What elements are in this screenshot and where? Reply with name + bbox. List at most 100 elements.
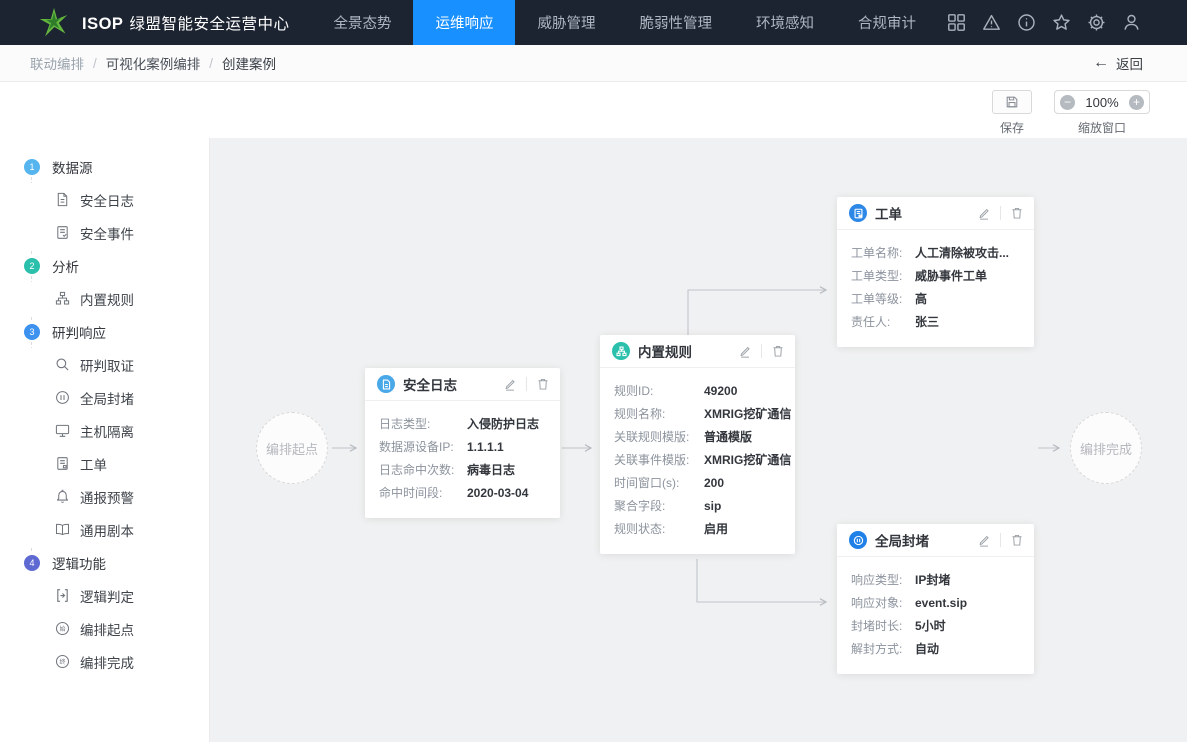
edit-icon[interactable] (503, 377, 517, 391)
navbar-spacer (938, 0, 947, 45)
node-global-block[interactable]: 全局封堵 响应类型:IP封堵 响应对象:event.sip 封堵时长:5小时 解… (837, 524, 1034, 674)
field-value: 张三 (915, 315, 940, 329)
field-label: 数据源设备IP: (379, 440, 454, 454)
star-icon[interactable] (1052, 13, 1071, 32)
field-value: 2020-03-04 (467, 486, 529, 500)
field-label: 聚合字段: (614, 499, 666, 513)
zoom-tool: − 100% + 缩放窗口 (1054, 90, 1150, 136)
sidebar-item-flow-end[interactable]: 终 编排完成 (0, 645, 148, 678)
zoom-out-button[interactable]: − (1060, 94, 1075, 110)
delete-icon[interactable] (1010, 533, 1024, 547)
breadcrumb-item-orchestration[interactable]: 联动编排 (30, 57, 84, 72)
flow-end-node[interactable]: 编排完成 (1070, 412, 1142, 484)
sidebar-section-logic[interactable]: 4 逻辑功能 (0, 546, 209, 579)
field-value: 启用 (704, 522, 729, 536)
nav-tab-compliance-audit[interactable]: 合规审计 (857, 16, 916, 32)
sidebar-item-general-playbook[interactable]: 通用剧本 (0, 513, 148, 546)
org-chart-icon (55, 291, 70, 306)
sidebar-item-label: 主机隔离 (80, 424, 134, 440)
breadcrumb-item-visual-case[interactable]: 可视化案例编排 (105, 57, 201, 72)
sidebar-item-label: 全局封堵 (80, 391, 134, 407)
nav-tab-vuln-mgmt[interactable]: 脆弱性管理 (639, 16, 712, 32)
field-value: XMRIG挖矿通信 (704, 407, 792, 421)
sidebar-item-host-isolation[interactable]: 主机隔离 (0, 414, 148, 447)
sidebar-item-label: 安全日志 (80, 193, 134, 209)
node-body: 规则ID:49200 规则名称:XMRIG挖矿通信 关联规则模版:普通模版 关联… (600, 368, 795, 554)
action-divider (526, 377, 527, 391)
zoom-control: − 100% + (1054, 90, 1150, 114)
sidebar-item-flow-start[interactable]: 始 编排起点 (0, 612, 148, 645)
breadcrumb-separator: / (93, 55, 97, 71)
node-header: 工单 (837, 197, 1034, 230)
sidebar-group-response: 3 研判响应 研判取证 全局封堵 (0, 315, 209, 551)
delete-icon[interactable] (1010, 206, 1024, 220)
field-label: 责任人: (851, 315, 891, 329)
sidebar-section-datasource[interactable]: 1 数据源 (0, 150, 209, 183)
nav-tab-ops-response[interactable]: 运维响应 (413, 0, 516, 45)
field-value: 入侵防护日志 (467, 417, 540, 431)
node-title: 内置规则 (638, 345, 692, 360)
edit-icon[interactable] (977, 533, 991, 547)
field-label: 工单类型: (851, 269, 903, 283)
edit-icon[interactable] (977, 206, 991, 220)
sidebar-item-label: 研判取证 (80, 358, 134, 374)
node-work-order[interactable]: 工单 工单名称:人工清除被攻击... 工单类型:威胁事件工单 工单等级:高 责任… (837, 197, 1034, 347)
alert-triangle-icon[interactable] (982, 13, 1001, 32)
sidebar-item-alert-report[interactable]: 通报预警 (0, 480, 148, 513)
sidebar-item-builtin-rule[interactable]: 内置规则 (0, 282, 148, 315)
save-button[interactable] (992, 90, 1032, 114)
node-body: 工单名称:人工清除被攻击... 工单类型:威胁事件工单 工单等级:高 责任人:张… (837, 230, 1034, 347)
back-label: 返回 (1116, 57, 1143, 72)
field-label: 日志命中次数: (379, 463, 455, 477)
sidebar-item-forensics[interactable]: 研判取证 (0, 348, 148, 381)
node-header: 全局封堵 (837, 524, 1034, 557)
settings-gear-icon[interactable] (1087, 13, 1106, 32)
node-body: 日志类型:入侵防护日志 数据源设备IP:1.1.1.1 日志命中次数:病毒日志 … (365, 401, 560, 518)
zoom-in-button[interactable]: + (1129, 94, 1144, 110)
sidebar-item-global-block[interactable]: 全局封堵 (0, 381, 148, 414)
apps-grid-icon[interactable] (947, 13, 966, 32)
field-value: 高 (915, 292, 928, 306)
edit-icon[interactable] (738, 344, 752, 358)
back-button[interactable]: ← 返回 (1093, 53, 1143, 73)
field-value: event.sip (915, 596, 968, 610)
node-palette-sidebar: 1 数据源 安全日志 安全事件 2 (0, 138, 210, 742)
node-actions (977, 533, 1024, 547)
field-label: 关联规则模版: (614, 430, 690, 444)
sidebar-item-logic-judge[interactable]: 逻辑判定 (0, 579, 148, 612)
flow-start-node[interactable]: 编排起点 (256, 412, 328, 484)
field-value: 威胁事件工单 (915, 269, 988, 283)
field-label: 日志类型: (379, 417, 431, 431)
sidebar-section-response[interactable]: 3 研判响应 (0, 315, 209, 348)
svg-text:终: 终 (59, 658, 65, 666)
field-value: 49200 (704, 384, 738, 398)
nav-tab-situation[interactable]: 全景态势 (333, 16, 392, 32)
nav-tab-env-awareness[interactable]: 环境感知 (755, 16, 814, 32)
nav-tab-threat-mgmt[interactable]: 威胁管理 (537, 16, 596, 32)
sidebar-item-work-order[interactable]: 工单 (0, 447, 121, 480)
sidebar-section-analysis[interactable]: 2 分析 (0, 249, 209, 282)
info-circle-icon[interactable] (1017, 13, 1036, 32)
sidebar-item-label: 编排起点 (80, 622, 134, 638)
node-security-log[interactable]: 安全日志 日志类型:入侵防护日志 数据源设备IP:1.1.1.1 日志命中次数:… (365, 368, 560, 518)
section-number-badge: 4 (24, 554, 40, 571)
node-builtin-rule[interactable]: 内置规则 规则ID:49200 规则名称:XMRIG挖矿通信 关联规则模版:普通… (600, 335, 795, 554)
field-value: sip (704, 499, 722, 513)
flow-canvas[interactable]: 编排起点 安全日志 日志类型:入侵防护日志 数据源设备IP:1. (210, 138, 1187, 742)
node-header: 内置规则 (600, 335, 795, 368)
save-label: 保存 (999, 121, 1024, 135)
sidebar-item-security-log[interactable]: 安全日志 (0, 183, 148, 216)
node-title: 安全日志 (403, 378, 457, 393)
delete-icon[interactable] (536, 377, 550, 391)
file-icon (377, 375, 395, 393)
user-icon[interactable] (1122, 13, 1141, 32)
node-actions (977, 206, 1024, 220)
breadcrumb-separator: / (209, 55, 214, 71)
field-label: 解封方式: (851, 642, 903, 656)
delete-icon[interactable] (771, 344, 785, 358)
sidebar-item-security-event[interactable]: 安全事件 (0, 216, 148, 249)
action-divider (761, 344, 762, 358)
sidebar-item-label: 工单 (80, 457, 107, 473)
action-divider (1000, 206, 1001, 220)
